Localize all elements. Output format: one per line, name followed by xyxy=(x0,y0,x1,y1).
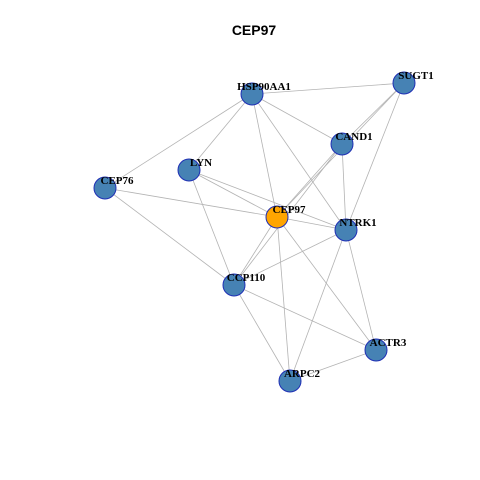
node-cep76 xyxy=(93,176,117,200)
edge-lyn-cep97 xyxy=(188,169,278,218)
edge-ntrk1-actr3 xyxy=(345,229,377,351)
node-cep97 xyxy=(265,205,289,229)
edge-ccp110-actr3 xyxy=(233,284,377,351)
node-label-cep97: CEP97 xyxy=(273,204,307,216)
edge-ccp110-arpc2 xyxy=(233,284,291,382)
edge-ntrk1-ccp110 xyxy=(233,229,347,286)
edge-cand1-ntrk1 xyxy=(341,143,347,231)
edge-cep76-cep97 xyxy=(104,187,278,218)
node-label-ntrk1: NTRK1 xyxy=(339,217,376,229)
node-label-cep76: CEP76 xyxy=(101,175,135,187)
edge-cep97-ntrk1 xyxy=(276,216,347,231)
node-label-lyn: LYN xyxy=(190,157,212,169)
edge-cep97-arpc2 xyxy=(276,216,291,382)
edge-lyn-ccp110 xyxy=(188,169,235,286)
diagram-title: CEP97 xyxy=(232,22,277,38)
node-sugt1 xyxy=(392,71,416,95)
edge-hsp90aa1-ntrk1 xyxy=(251,93,347,231)
node-lyn xyxy=(177,158,201,182)
node-cand1 xyxy=(330,132,354,156)
edge-actr3-arpc2 xyxy=(289,349,377,382)
node-hsp90aa1 xyxy=(240,82,264,106)
edge-hsp90aa1-lyn xyxy=(188,93,253,171)
edge-ntrk1-arpc2 xyxy=(289,229,347,382)
edge-hsp90aa1-cand1 xyxy=(251,93,343,145)
node-label-hsp90aa1: HSP90AA1 xyxy=(237,81,291,93)
edge-sugt1-cand1 xyxy=(341,82,405,145)
edge-hsp90aa1-sugt1 xyxy=(251,82,405,95)
node-ccp110 xyxy=(222,273,246,297)
edge-cep97-ccp110 xyxy=(233,216,278,286)
node-arpc2 xyxy=(278,369,302,393)
edge-cand1-cep97 xyxy=(276,143,343,218)
node-label-actr3: ACTR3 xyxy=(370,337,407,349)
node-layer xyxy=(93,71,416,393)
node-ntrk1 xyxy=(334,218,358,242)
edge-lyn-ntrk1 xyxy=(188,169,347,231)
edge-hsp90aa1-cep97 xyxy=(251,93,278,218)
edge-hsp90aa1-cep76 xyxy=(104,93,253,189)
node-label-arpc2: ARPC2 xyxy=(284,368,321,380)
edge-sugt1-ntrk1 xyxy=(345,82,405,231)
node-label-cand1: CAND1 xyxy=(335,131,372,143)
edge-layer xyxy=(104,82,405,382)
node-actr3 xyxy=(364,338,388,362)
edge-cep76-ccp110 xyxy=(104,187,235,286)
node-label-ccp110: CCP110 xyxy=(227,272,266,284)
node-label-sugt1: SUGT1 xyxy=(398,70,433,82)
